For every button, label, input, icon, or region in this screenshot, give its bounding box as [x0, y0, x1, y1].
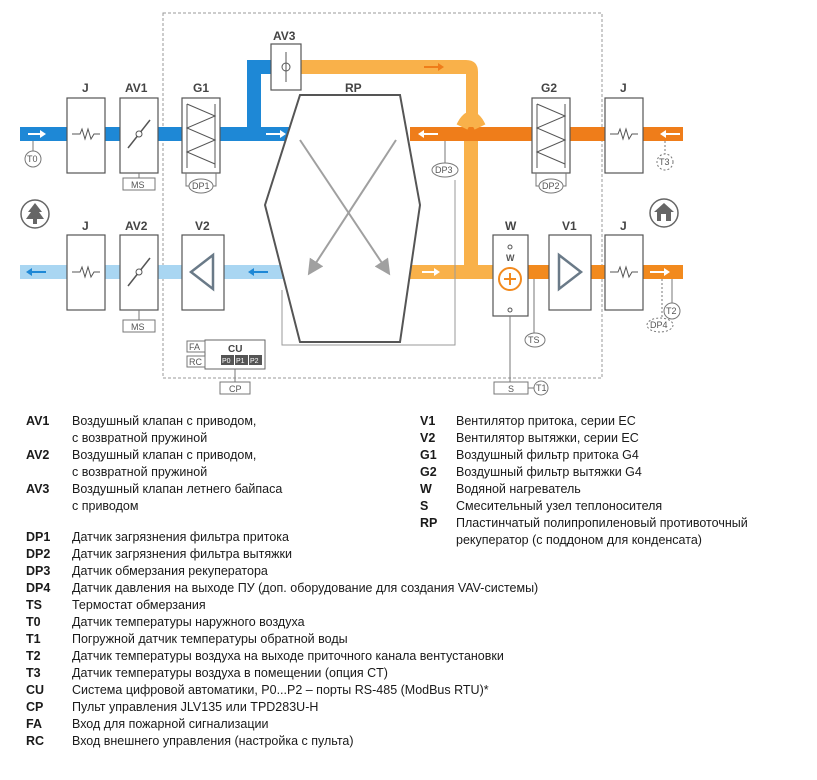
label-g2: G2: [541, 81, 557, 95]
duct-bypass-blue: [247, 60, 261, 134]
label-j-bottom-left: J: [82, 219, 89, 233]
label-ms-top: MS: [131, 180, 145, 190]
label-dp2: DP2: [542, 181, 560, 191]
port-p1: P1: [236, 358, 245, 365]
label-j-top-left: J: [82, 81, 89, 95]
filter-g2: [531, 97, 571, 174]
input-fa: [186, 340, 206, 353]
label-t2: T2: [666, 306, 677, 316]
legend-row: рекуператор (с поддоном для конденсата): [456, 533, 702, 547]
sensor-dp3: [431, 162, 459, 178]
tree-icon: [20, 199, 50, 229]
label-j-top-right: J: [620, 81, 627, 95]
sensor-dp1: [188, 178, 214, 194]
label-ts: TS: [528, 335, 540, 345]
label-s: S: [508, 384, 514, 394]
condensate-line: [281, 180, 456, 346]
label-dp3: DP3: [435, 165, 453, 175]
label-t1: T1: [536, 383, 547, 393]
label-rp: RP: [345, 81, 362, 95]
sensor-dp4: [646, 317, 674, 333]
legend-row: с приводом: [72, 499, 139, 513]
flow-arrows: [26, 63, 680, 276]
sensor-dp2: [538, 178, 564, 194]
input-rc: [186, 355, 206, 368]
sensor-t3: [656, 153, 674, 171]
label-v1: V1: [562, 219, 577, 233]
house-icon: [649, 198, 679, 228]
ventilation-schematic: RP AV3 J AV1 MS G1 DP1 T0 J AV2 MS V2: [20, 12, 683, 396]
duct-supply-warm: [410, 265, 478, 279]
duct-supply-riser: [464, 135, 478, 279]
duct-bypass-orange: [300, 60, 466, 74]
label-ms-bottom: MS: [131, 322, 145, 332]
port-p2: P2: [250, 358, 259, 365]
label-av1: AV1: [125, 81, 148, 95]
legend-row: с возвратной пружиной: [72, 465, 208, 479]
label-av2: AV2: [125, 219, 148, 233]
legend-row: с возвратной пружиной: [72, 431, 208, 445]
sensor-t2: [663, 302, 681, 320]
duct-crossover-hump: [456, 111, 486, 130]
port-p0: P0: [222, 358, 231, 365]
label-dp1: DP1: [192, 181, 210, 191]
label-av3: AV3: [273, 29, 296, 43]
control-panel-cp: [219, 381, 251, 395]
sensor-t0: [24, 150, 42, 168]
unit-casing: [162, 12, 603, 379]
label-w-inner: W: [506, 253, 515, 263]
sensor-ts: [524, 332, 546, 348]
label-w: W: [505, 219, 517, 233]
label-t0: T0: [27, 154, 38, 164]
label-cp: CP: [229, 384, 242, 394]
label-v2: V2: [195, 219, 210, 233]
label-t3: T3: [659, 157, 670, 167]
label-rc: RC: [189, 357, 202, 367]
label-g1: G1: [193, 81, 209, 95]
label-cu: CU: [228, 344, 242, 355]
label-j-bottom-right: J: [620, 219, 627, 233]
filter-g1: [181, 97, 221, 174]
label-dp4: DP4: [650, 320, 668, 330]
sensor-t1: [533, 380, 549, 396]
recuperator-rp: [263, 94, 422, 343]
label-fa: FA: [189, 342, 200, 352]
control-unit-cu: CU P0 P1 P2: [204, 339, 266, 370]
